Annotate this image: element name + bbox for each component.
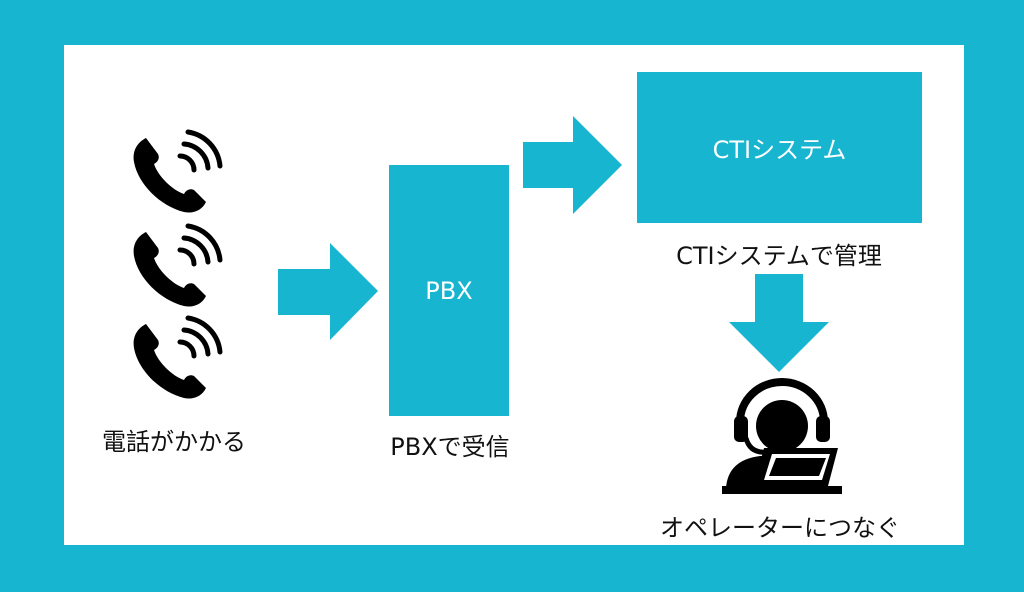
call-label: 電話がかかる [102, 428, 246, 456]
operator-headset-laptop-icon [722, 378, 842, 494]
arrow-right-icon [278, 243, 378, 340]
cti-label: CTIシステムで管理 [676, 242, 882, 270]
cti-box-label: CTIシステム [712, 136, 847, 164]
phone-ringing-icon [133, 223, 223, 307]
cti-box: CTIシステム [637, 72, 922, 223]
pbx-box: PBX [389, 165, 509, 416]
pbx-label: PBXで受信 [390, 433, 510, 461]
operator-label: オペレーターにつなぐ [660, 514, 900, 542]
pbx-box-label: PBX [425, 276, 473, 305]
phone-ringing-icon [133, 315, 223, 399]
phone-ringing-icon [133, 129, 223, 213]
arrow-down-icon [729, 274, 829, 372]
arrow-right-icon [523, 116, 622, 214]
